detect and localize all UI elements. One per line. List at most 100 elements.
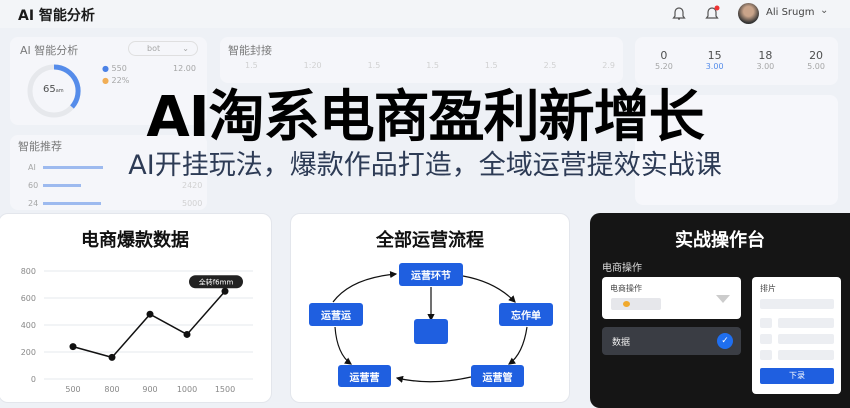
ops-item-card[interactable]: 电商操作 bbox=[602, 277, 741, 319]
section-label: 电商操作 bbox=[602, 263, 642, 274]
legend-right: 12.00 bbox=[173, 64, 196, 73]
chart-card: 电商爆款数据 800 600 400 200 0 500 800 900 1000 1500 全转f… bbox=[0, 213, 272, 403]
arrow bbox=[508, 326, 528, 365]
side-title: 排片 bbox=[760, 284, 776, 293]
row-label: AI bbox=[28, 163, 36, 172]
bot-dropdown[interactable]: bot ⌄ bbox=[128, 41, 198, 56]
tick: 2.5 bbox=[543, 61, 557, 70]
tick: 1.5 bbox=[426, 61, 439, 70]
diamond-icon bbox=[716, 295, 730, 303]
flow-arrows bbox=[332, 270, 528, 383]
bell-notification-icon[interactable] bbox=[705, 5, 721, 21]
donut-value: 65am bbox=[43, 84, 64, 95]
donut-chart bbox=[27, 64, 81, 118]
x-tick-label: 1500 bbox=[215, 385, 235, 394]
placeholder-box bbox=[760, 318, 772, 328]
row-bar bbox=[43, 166, 103, 169]
bell-icon[interactable] bbox=[672, 5, 686, 21]
hero-title: AI淘系电商盈利新增长 bbox=[146, 85, 704, 150]
line-chart: 800 600 400 200 0 500 800 900 1000 1500 全转f6mm bbox=[21, 267, 253, 394]
chevron-down-icon[interactable]: ⌄ bbox=[820, 5, 829, 16]
side-panel-card: 排片 下录 bbox=[752, 277, 841, 394]
legend-dot: ● bbox=[102, 76, 109, 85]
row-label: 60 bbox=[28, 181, 39, 190]
y-tick-label: 800 bbox=[21, 267, 36, 276]
tick: 1.5 bbox=[484, 61, 498, 70]
flow-node-center[interactable] bbox=[414, 319, 448, 344]
ops-card: 实战操作台 电商操作 电商操作 数据 ✓ 排片 下录 bbox=[590, 213, 850, 408]
x-tick-label: 800 bbox=[104, 385, 119, 394]
flow-node[interactable]: 运营管 bbox=[471, 365, 524, 387]
hero-subtitle: AI开挂玩法，爆款作品打造，全域运营提效实战课 bbox=[128, 150, 722, 181]
y-tick-label: 400 bbox=[21, 321, 36, 330]
tick: 1.5 bbox=[367, 61, 381, 70]
download-button[interactable]: 下录 bbox=[760, 368, 834, 384]
data-point bbox=[221, 287, 229, 295]
x-tick-label: 500 bbox=[65, 385, 80, 394]
row-bar bbox=[43, 184, 81, 187]
placeholder-row bbox=[778, 350, 834, 360]
arrow bbox=[334, 326, 352, 365]
recommend-panel: 智能推荐 AI 60 2420 24 5000 bbox=[10, 135, 207, 210]
card-title: 电商爆款数据 bbox=[81, 230, 189, 251]
row-label: 24 bbox=[28, 199, 39, 208]
data-point bbox=[146, 310, 154, 318]
data-label: 数据 bbox=[612, 338, 631, 348]
flow-card: 全部运营流程 运营环节 运营运 忘作单 运营营 运营管 bbox=[290, 213, 570, 403]
top-header: AI 智能分析 Ali Srugm ⌄ bbox=[0, 0, 850, 28]
flow-node[interactable]: 忘作单 bbox=[499, 303, 553, 326]
chevron-down-icon: ⌄ bbox=[182, 44, 189, 53]
row-bar bbox=[43, 202, 101, 205]
row-value: 5000 bbox=[182, 199, 203, 208]
panel-title: AI 智能分析 bbox=[20, 44, 79, 57]
tick: 1:20 bbox=[303, 61, 322, 70]
panel-title: 智能推荐 bbox=[18, 140, 62, 153]
item-label: 电商操作 bbox=[610, 284, 642, 293]
analysis-panel: AI 智能分析 bot ⌄ 65am ● 550 12.00 ● 22% bbox=[10, 37, 207, 125]
tick: 1.5 bbox=[245, 61, 258, 70]
user-name[interactable]: Ali Srugm bbox=[766, 7, 815, 18]
legend-value: 22% bbox=[111, 76, 130, 85]
flow-node[interactable]: 运营营 bbox=[338, 365, 391, 387]
tick: 2.9 bbox=[602, 61, 615, 70]
avatar[interactable] bbox=[738, 3, 759, 24]
tooltip-bg bbox=[189, 275, 243, 289]
placeholder-row bbox=[778, 334, 834, 344]
flow-node[interactable]: 运营环节 bbox=[399, 263, 463, 286]
dropdown-value: bot bbox=[147, 44, 161, 53]
arrow bbox=[395, 375, 472, 383]
card-title: 全部运营流程 bbox=[376, 230, 484, 251]
tooltip-text: 全转f6mm bbox=[199, 277, 234, 286]
card-title: 实战操作台 bbox=[675, 230, 765, 251]
app-title: AI 智能分析 bbox=[18, 8, 95, 24]
side-panel bbox=[635, 95, 838, 205]
item-pill bbox=[611, 298, 661, 310]
row-value: 2420 bbox=[182, 181, 203, 190]
placeholder-box bbox=[760, 334, 772, 344]
arrow bbox=[332, 270, 398, 303]
placeholder-box bbox=[760, 350, 772, 360]
coin-icon bbox=[623, 301, 630, 307]
arrow bbox=[462, 275, 516, 303]
check-icon[interactable]: ✓ bbox=[717, 333, 733, 349]
x-tick-label: 1000 bbox=[177, 385, 197, 394]
placeholder-row bbox=[760, 299, 834, 309]
data-point bbox=[69, 343, 77, 351]
legend-dot: ● bbox=[102, 64, 109, 73]
legend-value: 550 bbox=[111, 64, 127, 73]
y-tick-label: 600 bbox=[21, 294, 36, 303]
flow-node[interactable]: 运营运 bbox=[309, 303, 363, 326]
data-point bbox=[183, 330, 191, 338]
data-point bbox=[108, 353, 116, 361]
panel-title: 智能封接 bbox=[228, 44, 272, 57]
data-row[interactable]: 数据 ✓ bbox=[602, 327, 741, 355]
x-tick-label: 900 bbox=[142, 385, 157, 394]
y-tick-label: 0 bbox=[31, 375, 36, 384]
y-tick-label: 200 bbox=[21, 348, 36, 357]
series-line bbox=[72, 290, 226, 359]
